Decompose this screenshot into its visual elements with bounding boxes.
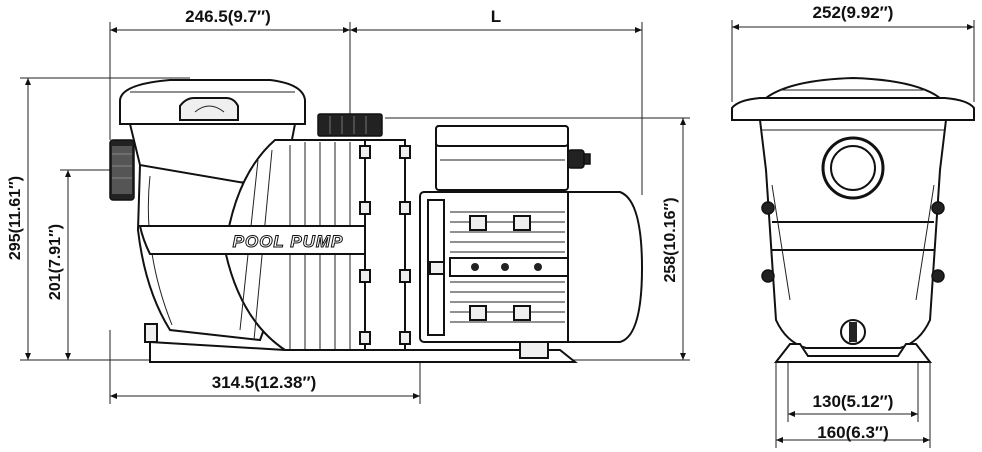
dim-top-left: 246.5(9.7″) bbox=[185, 7, 271, 26]
front-lid-dome bbox=[762, 76, 944, 99]
outlet-port bbox=[317, 113, 383, 137]
dim-height-inlet: 201(7.91″) bbox=[47, 224, 64, 300]
lid-handle bbox=[179, 97, 239, 121]
front-base bbox=[773, 343, 933, 363]
dim-top-right: 252(9.92″) bbox=[813, 3, 894, 22]
pump-side-view: POOL PUMP bbox=[109, 79, 644, 363]
dim-length-l: L bbox=[491, 7, 501, 26]
seal-plate bbox=[364, 139, 406, 353]
cable-gland bbox=[567, 149, 585, 169]
dim-base-outer: 160(6.3″) bbox=[817, 423, 888, 442]
brand-label: POOL PUMP bbox=[233, 232, 344, 251]
front-bolt bbox=[761, 269, 775, 283]
motor-end-cap bbox=[567, 191, 644, 343]
front-bolt bbox=[931, 201, 945, 215]
front-housing bbox=[758, 119, 948, 349]
front-bolt bbox=[761, 201, 775, 215]
pump-front-view bbox=[731, 76, 975, 363]
dim-base-inner: 130(5.12″) bbox=[813, 392, 894, 411]
brand-band bbox=[138, 225, 373, 255]
dim-height-total: 295(11.61″) bbox=[7, 176, 24, 260]
dim-bottom-length: 314.5(12.38″) bbox=[212, 373, 317, 392]
dimension-lines bbox=[20, 20, 975, 448]
pump-base bbox=[149, 340, 578, 363]
front-lid-rim bbox=[731, 97, 975, 121]
base-foot bbox=[519, 341, 549, 359]
dim-height-right: 258(10.16″) bbox=[662, 197, 679, 282]
front-bolt bbox=[931, 269, 945, 283]
